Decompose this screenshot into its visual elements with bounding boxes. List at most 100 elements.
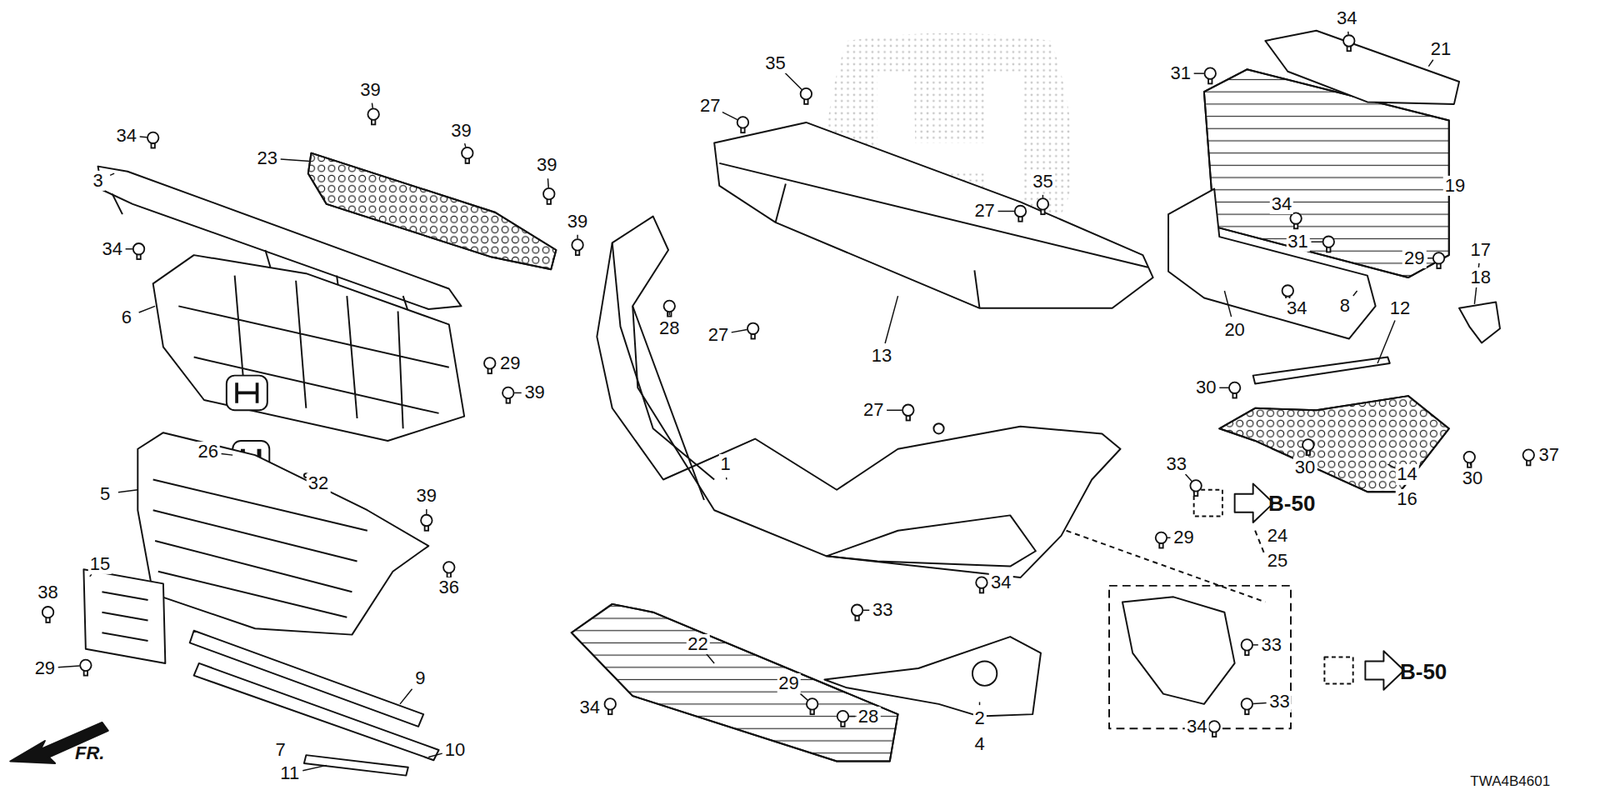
callout-number: 31 bbox=[1168, 63, 1192, 84]
leader-line bbox=[1347, 31, 1350, 35]
leader-line bbox=[849, 715, 855, 717]
callout-number: 7 bbox=[274, 740, 288, 760]
fastener-symbol bbox=[664, 300, 675, 317]
callout-number: 33 bbox=[870, 600, 895, 620]
fastener-symbol bbox=[80, 660, 91, 676]
callout-number: 27 bbox=[861, 400, 885, 420]
callout-number: 29 bbox=[1171, 527, 1195, 548]
callout-number: 34 bbox=[100, 239, 124, 260]
leader-line bbox=[979, 701, 980, 705]
callout-number: 38 bbox=[35, 582, 60, 603]
fastener-symbol bbox=[851, 605, 863, 621]
leader-line bbox=[885, 295, 898, 344]
callout-number: 30 bbox=[1293, 457, 1317, 478]
fastener-symbol bbox=[1015, 205, 1026, 222]
callout-number: 13 bbox=[870, 345, 894, 366]
callout-number: 34 bbox=[1185, 716, 1209, 737]
callout-number: 34 bbox=[115, 125, 139, 146]
callout-number: 39 bbox=[415, 485, 439, 506]
callout-number: 39 bbox=[535, 155, 559, 175]
callout-number: 17 bbox=[1468, 240, 1492, 260]
callout-number: 34 bbox=[1335, 8, 1359, 29]
callout-number: 16 bbox=[1395, 489, 1419, 510]
fastener-symbol bbox=[837, 710, 849, 727]
leader-line bbox=[302, 765, 327, 770]
callout-number: 27 bbox=[706, 325, 730, 345]
callout-number: 14 bbox=[1395, 464, 1419, 485]
callout-number: 35 bbox=[763, 53, 787, 74]
callout-number: 21 bbox=[1429, 39, 1453, 60]
fastener-symbol bbox=[1037, 198, 1049, 215]
callout-number: FR. bbox=[73, 743, 106, 764]
fastener-symbol bbox=[133, 243, 145, 260]
callout-number: 39 bbox=[565, 211, 590, 232]
leader-line bbox=[125, 248, 134, 250]
fastener-symbol bbox=[1241, 639, 1253, 655]
fastener-symbol bbox=[1523, 449, 1535, 465]
fastener-symbol bbox=[1343, 35, 1355, 51]
callout-number: 34 bbox=[1270, 194, 1294, 215]
leader-line bbox=[1042, 195, 1044, 199]
callout-number: 27 bbox=[972, 200, 996, 221]
leader-line bbox=[1428, 60, 1434, 67]
callout-number: 10 bbox=[443, 740, 467, 760]
leader-line bbox=[998, 210, 1015, 212]
callout-number: 20 bbox=[1222, 319, 1246, 340]
fastener-symbol bbox=[443, 561, 455, 578]
callout-number: 29 bbox=[776, 673, 800, 694]
fastener-symbol bbox=[1323, 235, 1335, 252]
callout-number: 8 bbox=[1338, 295, 1352, 316]
callout-number: 23 bbox=[255, 148, 280, 169]
fastener-symbol bbox=[1155, 532, 1167, 549]
fastener-symbol bbox=[571, 239, 583, 255]
fastener-symbol bbox=[1290, 212, 1301, 229]
callout-number: 34 bbox=[989, 572, 1013, 593]
callout-number: 28 bbox=[657, 318, 681, 339]
callout-number: 25 bbox=[1265, 550, 1290, 571]
callout-number: 34 bbox=[1285, 298, 1309, 319]
leader-line bbox=[725, 477, 728, 480]
fastener-symbol bbox=[1205, 67, 1216, 84]
leader-line bbox=[90, 574, 92, 576]
callout-number: 34 bbox=[578, 696, 602, 717]
fastener-symbol bbox=[42, 606, 54, 623]
callout-number: 26 bbox=[196, 441, 220, 462]
fastener-symbol bbox=[461, 147, 473, 164]
fastener-symbol bbox=[1208, 720, 1220, 737]
leader-line bbox=[514, 392, 522, 394]
leader-line bbox=[886, 410, 902, 411]
leader-line bbox=[863, 610, 870, 611]
fastener-symbol bbox=[1229, 382, 1240, 399]
fastener-symbol bbox=[1190, 480, 1201, 496]
leader-line bbox=[1253, 702, 1267, 705]
callout-number: 33 bbox=[1267, 691, 1291, 712]
callout-number: 2 bbox=[972, 708, 986, 729]
leader-line bbox=[731, 330, 748, 333]
callout-number: 18 bbox=[1468, 267, 1492, 288]
leader-line bbox=[1253, 644, 1259, 645]
fastener-symbol bbox=[1464, 451, 1475, 468]
callout-number: 33 bbox=[1165, 454, 1189, 475]
fastener-symbol bbox=[1302, 439, 1314, 455]
callout-number: 30 bbox=[1460, 468, 1485, 489]
callout-number: 31 bbox=[1285, 231, 1310, 252]
leader-line bbox=[1167, 537, 1171, 539]
callout-number: 15 bbox=[88, 554, 112, 575]
callout-number: 28 bbox=[856, 705, 880, 726]
fastener-symbol bbox=[806, 698, 818, 715]
callout-number: 30 bbox=[1194, 377, 1218, 398]
callout-number: 6 bbox=[120, 307, 134, 328]
leader-line bbox=[110, 173, 115, 175]
fastener-symbol bbox=[800, 88, 812, 105]
leader-line bbox=[547, 178, 550, 188]
fastener-symbol bbox=[484, 357, 495, 374]
callout-number: 33 bbox=[1259, 635, 1283, 655]
leader-line bbox=[140, 135, 148, 138]
callout-number: 5 bbox=[98, 484, 112, 505]
callout-number: 3 bbox=[90, 170, 105, 191]
callout-number: 37 bbox=[1537, 445, 1561, 465]
leader-line bbox=[465, 143, 466, 147]
leader-line bbox=[425, 509, 427, 515]
callout-number: 29 bbox=[498, 353, 522, 374]
